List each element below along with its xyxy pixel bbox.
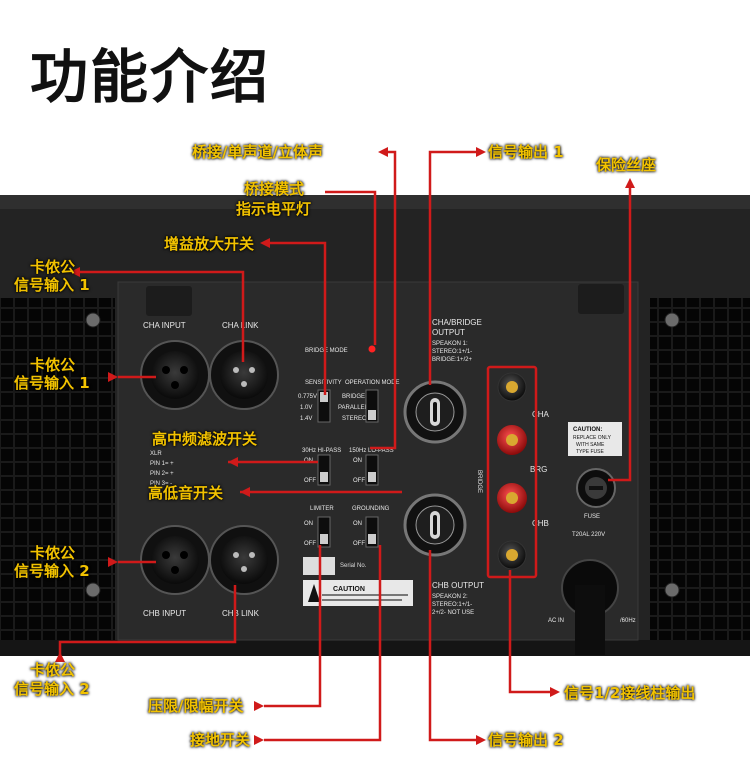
- fuse-caution-line3: WITH SAME: [576, 442, 605, 448]
- label-xlr: XLR: [150, 451, 162, 457]
- label-chb-out-1: CHB OUTPUT: [432, 581, 484, 590]
- label-lopass: 150Hz LO-PASS: [349, 448, 394, 454]
- ac-power-cord: [561, 559, 619, 655]
- label-limiter: LIMITER: [310, 506, 334, 512]
- callout-xlr-in-b-line2: 信号输入 1: [14, 374, 90, 392]
- callout-bridge-mode-line2: 指示电平灯: [236, 200, 312, 218]
- callout-binding-posts: 信号1/2接线柱输出: [564, 684, 696, 702]
- label-op-bridge: BRIDGE: [342, 394, 365, 400]
- label-chb-out-4: 2+/2- NOT USE: [432, 610, 474, 616]
- label-serial: Serial No.: [340, 563, 367, 569]
- fuse-caution-line4: TYPE FUSE: [576, 449, 604, 455]
- xlr-cha-input[interactable]: [140, 340, 210, 410]
- label-cha-out-5: BRIDGE:1+/2+: [432, 357, 473, 363]
- label-caution: CAUTION: [333, 586, 365, 593]
- label-sens-14: 1.4V: [300, 416, 312, 422]
- fuse-caution-line2: REPLACE ONLY: [573, 435, 612, 441]
- binding-post-chb-red[interactable]: [497, 483, 527, 513]
- binding-post-cha-black[interactable]: [497, 372, 527, 402]
- label-off: OFF: [304, 478, 316, 484]
- label-cha-out-1: CHA/BRIDGE: [432, 318, 482, 327]
- speakon-chb-output[interactable]: [403, 493, 467, 557]
- binding-post-chb-black[interactable]: [497, 540, 527, 570]
- label-pin3: PIN 3= -: [150, 481, 172, 487]
- label-grounding: GROUNDING: [352, 506, 390, 512]
- label-pin1: PIN 1= +: [150, 461, 174, 467]
- callout-signal-out-2: 信号输出 2: [488, 731, 564, 749]
- callout-xlr-in-c-line2: 信号输入 2: [14, 562, 90, 580]
- xlr-cha-link[interactable]: [209, 340, 279, 410]
- fuse-caution-label: [568, 422, 622, 456]
- label-op-parallel: PARALLEL: [338, 405, 369, 411]
- label-post-brg: BRG: [530, 465, 547, 474]
- label-sens-0775: 0.775V: [298, 394, 317, 400]
- label-bridge-mode: BRIDGE MODE: [305, 348, 348, 354]
- callout-signal-out-1: 信号输出 1: [488, 143, 564, 161]
- label-chb-out-3: STEREO:1+/1-: [432, 602, 472, 608]
- callout-xlr-out-line2: 信号输入 2: [14, 680, 90, 698]
- label-chb-link: CHB LINK: [222, 609, 260, 618]
- caution-sticker: [303, 580, 413, 606]
- label-hipass: 30Hz HI-PASS: [302, 448, 341, 454]
- label-on: ON: [353, 521, 362, 527]
- callout-xlr-out-line1: 卡侬公: [30, 661, 76, 679]
- fuse-holder[interactable]: [576, 468, 616, 508]
- callout-lines: [58, 150, 632, 742]
- callout-ground-switch: 接地开关: [190, 731, 251, 749]
- fuse-caution-line1: CAUTION:: [573, 427, 602, 433]
- label-bridge-vertical: BRIDGE: [476, 470, 482, 493]
- callout-xlr-in-b-line1: 卡侬公: [30, 356, 76, 374]
- label-operation-mode: OPERATION MODE: [345, 380, 400, 386]
- screw-icon: [664, 312, 680, 328]
- label-cha-out-3: SPEAKON 1:: [432, 341, 468, 347]
- callout-gain-switch: 增益放大开关: [164, 235, 255, 253]
- label-chb-out-2: SPEAKON 2:: [432, 594, 468, 600]
- label-ac-freq: /60Hz: [620, 618, 636, 624]
- page-title: 功能介绍: [30, 43, 271, 111]
- speakon-cha-output[interactable]: [403, 380, 467, 444]
- callout-limiter-switch: 压限/限幅开关: [148, 697, 244, 715]
- label-chb-input: CHB INPUT: [143, 609, 186, 618]
- label-sens-10: 1.0V: [300, 405, 312, 411]
- callout-xlr-in-a-line1: 卡侬公: [30, 258, 76, 276]
- callout-lp-switch: 高低音开关: [148, 484, 224, 502]
- callout-fuse-holder: 保险丝座: [596, 156, 657, 174]
- bridge-mode-led: [368, 345, 376, 353]
- label-ac-in: AC IN: [548, 618, 564, 624]
- callout-xlr-in-a-line2: 信号输入 1: [14, 276, 90, 294]
- label-on: ON: [353, 458, 362, 464]
- label-cha-input: CHA INPUT: [143, 321, 186, 330]
- screw-icon: [85, 582, 101, 598]
- label-off: OFF: [353, 541, 365, 547]
- callout-arrowheads: [55, 147, 635, 745]
- binding-post-cha-red[interactable]: [497, 425, 527, 455]
- label-op-stereo: STEREO: [342, 416, 367, 422]
- label-on: ON: [304, 521, 313, 527]
- xlr-chb-input[interactable]: [140, 525, 210, 595]
- xlr-chb-link[interactable]: [209, 525, 279, 595]
- screw-icon: [85, 312, 101, 328]
- right-vent-grille: [650, 298, 750, 640]
- label-off: OFF: [353, 478, 365, 484]
- label-fuse-rating: T20AL 220V: [572, 532, 605, 538]
- callout-hp-filter-switch: 高中频滤波开关: [152, 430, 258, 448]
- callout-bridge-mode-line1: 桥接模式: [244, 180, 305, 198]
- callout-bridge-mono-stereo: 桥接/单声道/立体声: [192, 143, 323, 161]
- left-vent-grille: [0, 298, 115, 640]
- label-pin2: PIN 2= +: [150, 471, 174, 477]
- label-cha-out-2: OUTPUT: [432, 328, 465, 337]
- label-off: OFF: [304, 541, 316, 547]
- label-cha-link: CHA LINK: [222, 321, 259, 330]
- label-cha-out-4: STEREO:1+/1-: [432, 349, 472, 355]
- label-sensitivity: SENSITIVITY: [305, 380, 342, 386]
- label-fuse: FUSE: [584, 514, 600, 520]
- label-post-chb: CHB: [532, 519, 549, 528]
- label-post-cha: CHA: [532, 410, 550, 419]
- screw-icon: [664, 582, 680, 598]
- callout-xlr-in-c-line1: 卡侬公: [30, 544, 76, 562]
